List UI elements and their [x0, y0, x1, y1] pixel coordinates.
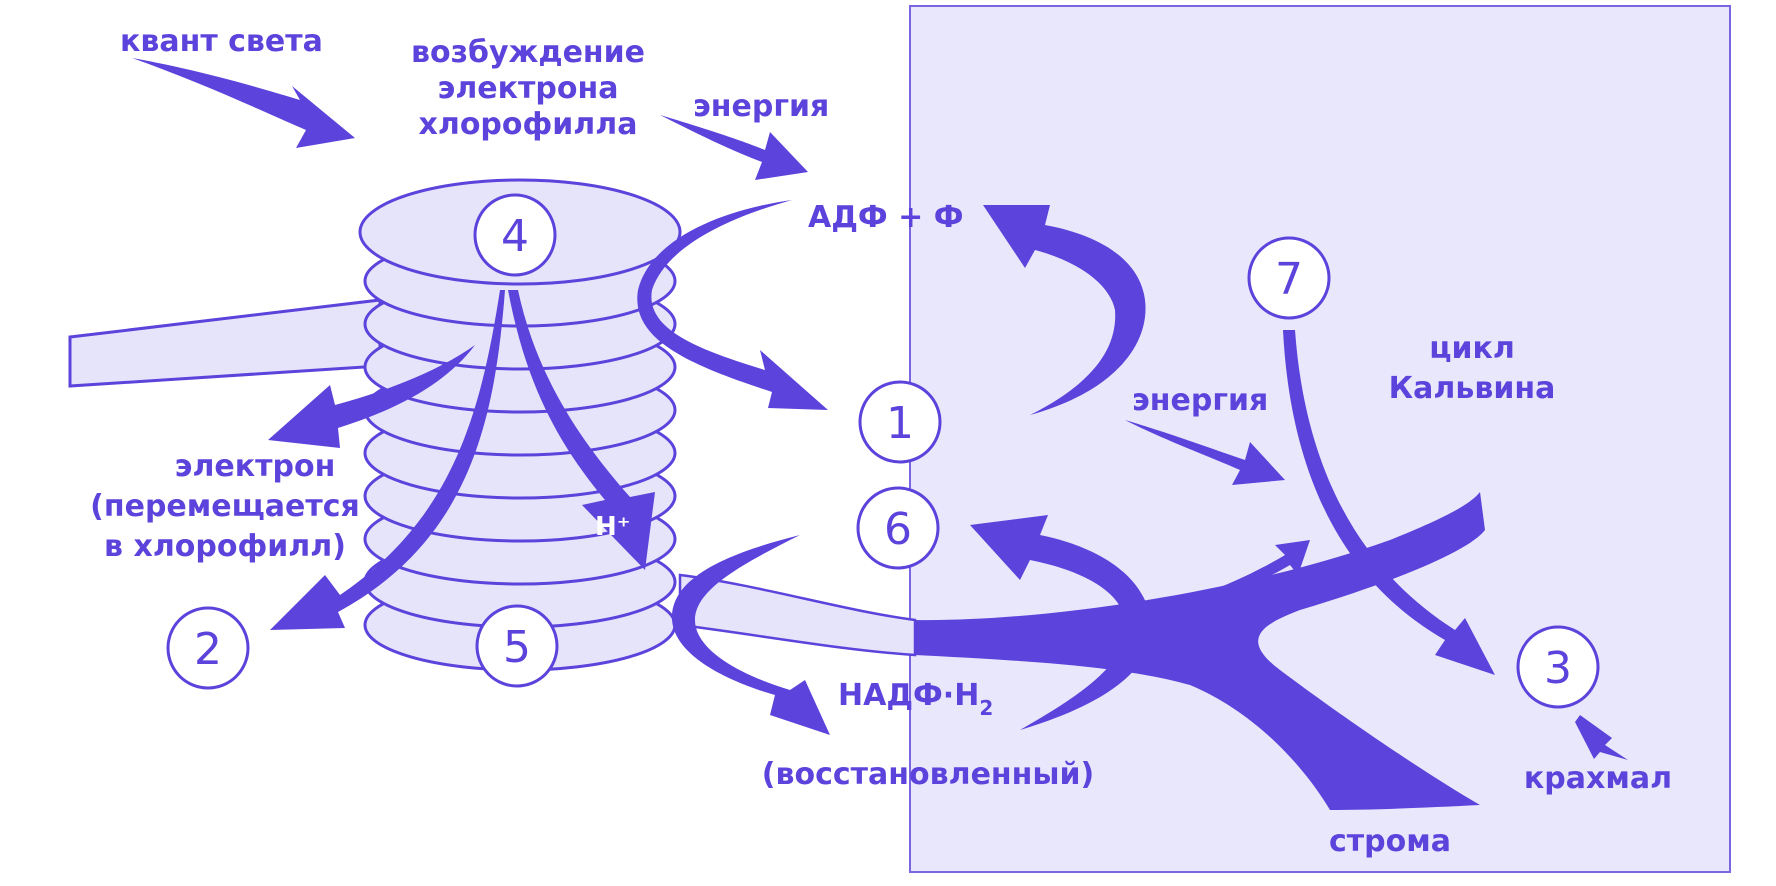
svg-text:3: 3: [1544, 643, 1572, 694]
label-electron-2: (перемещается: [90, 489, 360, 524]
label-electron-1: электрон: [175, 449, 336, 484]
label-stroma: строма: [1329, 824, 1451, 859]
marker-3: 3: [1516, 625, 1600, 709]
label-excitation-1: возбуждение: [411, 35, 645, 70]
label-energy-right: энергия: [1132, 383, 1268, 418]
marker-7: 7: [1247, 236, 1331, 320]
stroma-lamella: [915, 492, 1485, 810]
label-excitation-3: хлорофилла: [419, 107, 638, 142]
energy-arrow-top: [660, 115, 808, 180]
arrow-4-to-hplus: [508, 290, 655, 570]
arrow-to-nadph: [671, 535, 830, 735]
label-excitation-2: электрона: [438, 71, 619, 106]
marker-4: 4: [473, 193, 557, 277]
arrow-return-6: [970, 515, 1152, 730]
label-energy-top: энергия: [693, 89, 829, 124]
svg-text:6: 6: [884, 504, 912, 555]
electron-arrow: [268, 345, 475, 448]
membrane-band: [68, 298, 382, 388]
label-calvin-1: цикл: [1429, 331, 1515, 366]
arrow-4-to-2: [270, 290, 505, 630]
thylakoid-stack: [358, 178, 682, 672]
marker-5: 5: [475, 604, 559, 688]
label-starch: крахмал: [1524, 761, 1672, 796]
svg-text:1: 1: [886, 398, 914, 449]
marker-1: 1: [858, 380, 942, 464]
inter-lamella-band: [678, 573, 917, 657]
arrow-lamella: [1175, 540, 1310, 603]
svg-text:5: 5: [503, 622, 531, 673]
label-light-quantum: квант света: [120, 24, 323, 59]
arrow-return-adp: [983, 205, 1146, 415]
svg-text:7: 7: [1275, 254, 1303, 305]
label-adp-p: АДФ + Ф: [808, 200, 963, 235]
arrow-adp-to-1: [637, 200, 828, 410]
arrow-7-to-3: [1283, 330, 1495, 675]
svg-text:2: 2: [194, 624, 222, 675]
label-calvin-2: Кальвина: [1389, 371, 1556, 406]
label-nadph-note: (восстановленный): [762, 757, 1094, 792]
arrow-3-to-starch: [1575, 715, 1628, 760]
marker-2: 2: [166, 606, 250, 690]
marker-6: 6: [856, 486, 940, 570]
label-h-plus: H⁺: [595, 512, 630, 542]
light-arrow: [132, 58, 355, 148]
label-nadph: НАДФ·Н2: [838, 678, 993, 720]
energy-arrow-right: [1125, 420, 1285, 485]
svg-text:4: 4: [501, 211, 529, 262]
label-electron-3: в хлорофилл): [104, 529, 346, 564]
